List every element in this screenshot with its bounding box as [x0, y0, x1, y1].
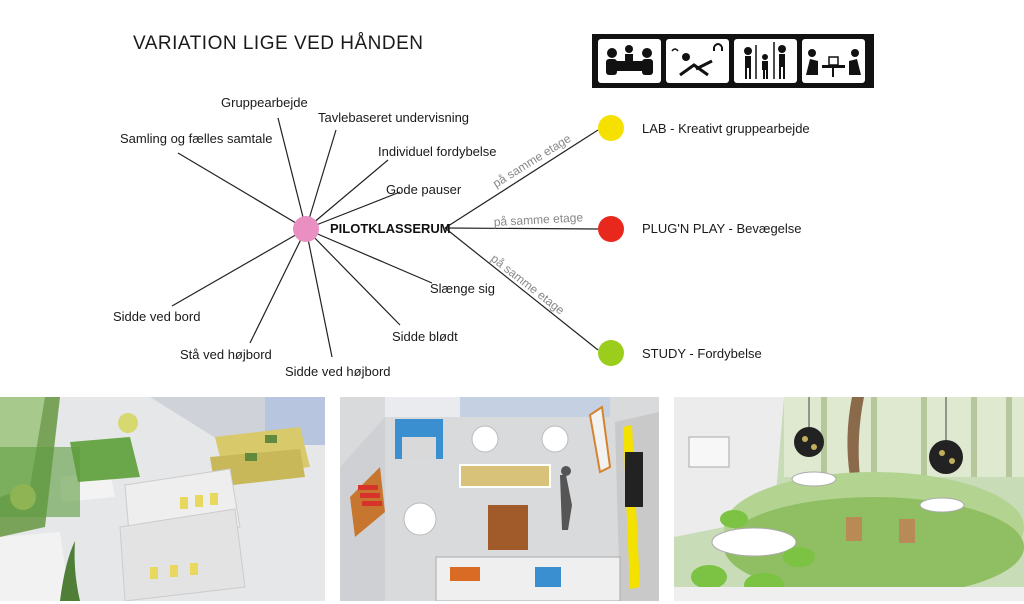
pilot-classroom-diagram: PILOTKLASSERUM Gruppearbejde Tavlebasere… — [113, 95, 810, 379]
room-study-label: STUDY - Fordybelse — [642, 346, 762, 361]
edge-label-study: på samme etage — [488, 251, 567, 317]
activity-bord: Sidde ved bord — [113, 309, 200, 324]
activity-slaenge: Slænge sig — [430, 281, 495, 296]
edge-study — [444, 227, 599, 351]
group-meeting-icon — [598, 39, 661, 83]
spoke-individuel — [305, 159, 389, 230]
spoke-staa — [249, 228, 307, 344]
spoke-slaenge — [305, 228, 433, 284]
lab-node — [598, 115, 624, 141]
spoke-gruppearbejde — [277, 117, 307, 230]
spoke-tavle — [305, 129, 337, 230]
room-lab-label: LAB - Kreativt gruppearbejde — [642, 121, 810, 136]
edge-plug — [444, 227, 599, 230]
lounge-rendering-image — [674, 397, 1024, 601]
edge-label-plug: på samme etage — [493, 210, 583, 229]
room-plug-label: PLUG'N PLAY - Bevægelse — [642, 221, 802, 236]
activity-tavle: Tavlebaseret undervisning — [318, 110, 469, 125]
video-call-icon — [802, 39, 865, 83]
activity-individuel: Individuel fordybelse — [378, 144, 497, 159]
hub-label: PILOTKLASSERUM — [330, 221, 451, 236]
hub-node — [293, 216, 319, 242]
spoke-hoejbord — [305, 228, 333, 358]
activity-gruppearbejde: Gruppearbejde — [221, 95, 308, 110]
activity-icon-bar — [592, 34, 874, 88]
reading-relax-icon — [666, 39, 729, 83]
floorplan-rendering-image — [340, 397, 659, 601]
edge-lab — [444, 129, 599, 229]
classroom-rendering-image — [0, 397, 325, 601]
spoke-pauser — [305, 191, 401, 230]
activity-samling: Samling og fælles samtale — [120, 131, 272, 146]
page-title: VARIATION LIGE VED HÅNDEN — [133, 33, 424, 54]
spoke-bloedt — [305, 228, 401, 326]
activity-hoejbord: Sidde ved højbord — [285, 364, 391, 379]
activity-staa: Stå ved højbord — [180, 347, 272, 362]
activity-bloedt: Sidde blødt — [392, 329, 458, 344]
standing-people-icon — [734, 39, 797, 83]
spoke-bord — [171, 228, 307, 307]
edge-label-lab: på samme etage — [490, 131, 573, 190]
activity-pauser: Gode pauser — [386, 182, 462, 197]
plug-node — [598, 216, 624, 242]
study-node — [598, 340, 624, 366]
spoke-samling — [177, 152, 307, 230]
